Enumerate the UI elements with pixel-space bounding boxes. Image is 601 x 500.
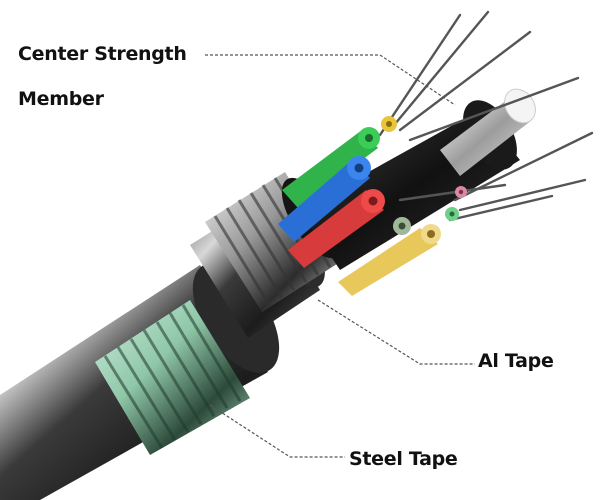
steel-tape-layer [95,300,250,455]
tube-red [288,189,385,268]
label-center-strength-member-line1: Center Strength [18,43,187,65]
tube-pink [455,186,467,198]
label-steel-tape: Steel Tape [349,448,458,470]
leader-al-tape [317,299,475,365]
tube-yellow [381,116,397,132]
tube-light-green [445,207,459,221]
tube-cream [338,224,441,296]
tube-green [282,127,380,208]
leader-lines [205,54,475,458]
label-center-strength-member-line2: Member [18,88,104,110]
tube-blue [278,156,371,242]
leader-steel-tape [209,404,345,458]
loose-tubes [278,116,467,296]
optical-fibers [378,10,594,222]
tube-gray-green [393,217,411,235]
label-al-tape: Al Tape [478,350,554,372]
leader-center-strength-member [205,54,456,106]
